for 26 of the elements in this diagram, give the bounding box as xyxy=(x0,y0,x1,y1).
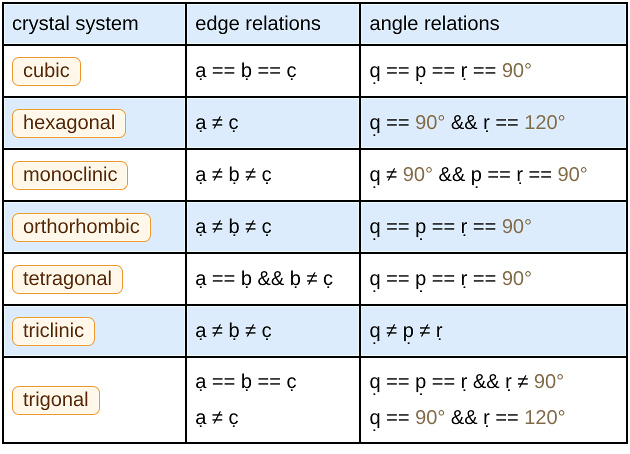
crystal-system-tag: hexagonal xyxy=(12,108,126,138)
edge-relation-text: ạ == ḅ == c̣ xyxy=(195,370,298,395)
edge-relation-text: ạ == ḅ == c̣ xyxy=(195,60,296,82)
crystal-system-tag: cubic xyxy=(12,56,81,86)
edge-relation-text: ạ ≠ ḅ ≠ c̣ xyxy=(195,320,272,342)
edge-relation-text: ạ ≠ ḅ ≠ c̣ xyxy=(195,164,272,186)
angle-relation-text: q̣ == p̣ == ṛ == 90° xyxy=(369,60,532,82)
edge-relation-text: ạ ≠ ḅ ≠ c̣ xyxy=(195,216,272,238)
crystal-system-tag: orthorhombic xyxy=(12,212,151,242)
angle-relation-text: q̣ ≠ 90° && p̣ == ṛ == 90° xyxy=(369,164,588,186)
angle-relation-text: q̣ == p̣ == ṛ == 90° xyxy=(369,268,532,290)
crystal-system-tag: triclinic xyxy=(12,316,96,346)
column-header: angle relations xyxy=(369,12,500,34)
edge-relation-text: ạ ≠ c̣ xyxy=(195,406,240,431)
crystal-system-tag: trigonal xyxy=(12,386,100,414)
angle-relation-text: q̣ == 90° && ṛ == 120° xyxy=(369,406,567,433)
angle-relation-text: q̣ == p̣ == ṛ && ṛ ≠ 90° xyxy=(369,370,566,397)
column-header: edge relations xyxy=(195,12,321,34)
angle-relation-text: q̣ ≠ p̣ ≠ ṛ xyxy=(369,320,443,342)
edge-relation-text: ạ ≠ c̣ xyxy=(195,112,238,134)
angle-relation-text: q̣ == 90° && ṛ == 120° xyxy=(369,112,566,134)
column-header: crystal system xyxy=(12,12,139,34)
crystal-system-tag: tetragonal xyxy=(12,264,123,294)
crystal-system-tag: monoclinic xyxy=(12,160,128,190)
edge-relation-text: ạ == ḅ && ḅ ≠ c̣ xyxy=(195,268,333,290)
angle-relation-text: q̣ == p̣ == ṛ == 90° xyxy=(369,216,532,238)
